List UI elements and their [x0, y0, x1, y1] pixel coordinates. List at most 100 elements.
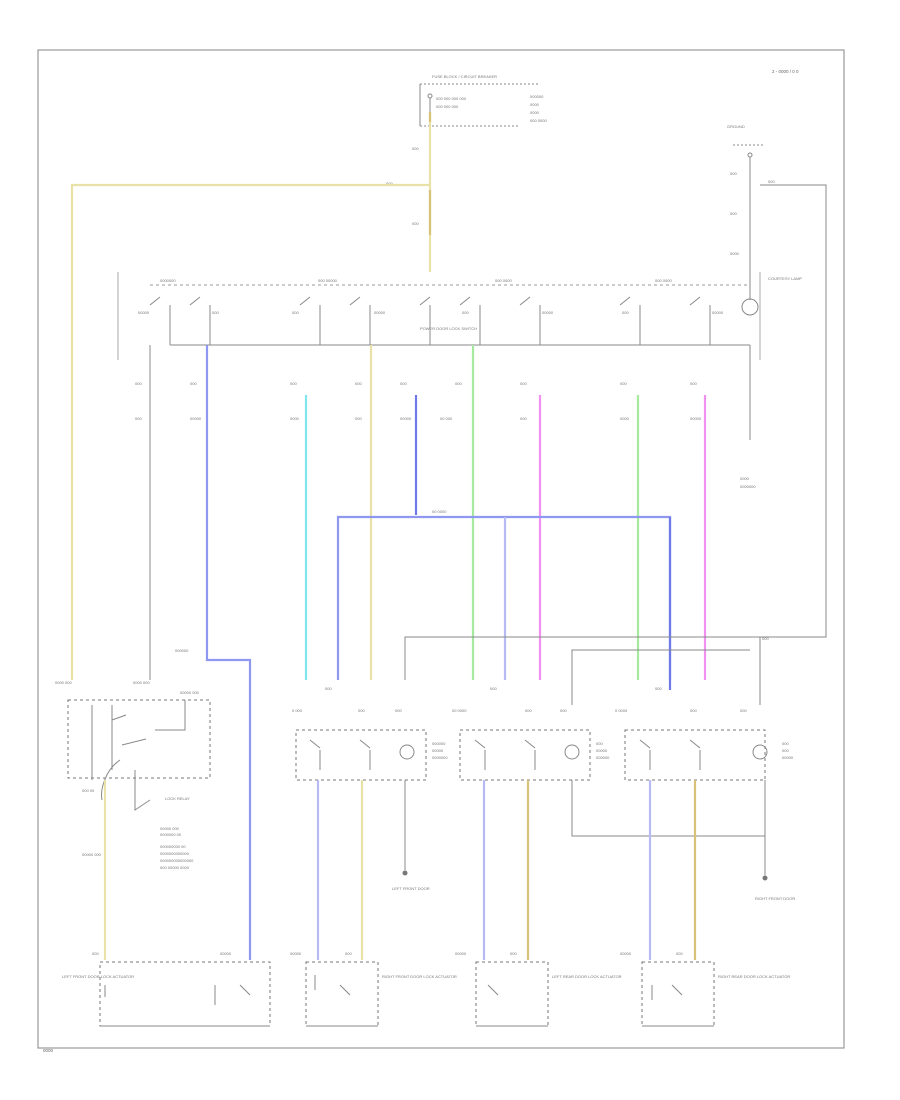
lock-relay-label: LOCK RELAY — [165, 796, 190, 801]
power-door-lock-switch: 0000000 000 00000 000 0000 000 0000 POWE… — [117, 272, 761, 360]
svg-text:000: 000 — [520, 416, 527, 421]
svg-text:000: 000 — [768, 179, 775, 184]
svg-text:000: 000 — [596, 741, 603, 746]
svg-text:000: 000 — [358, 708, 365, 713]
ground-right-label: RIGHT FRONT DOOR — [755, 896, 795, 901]
ground-top-label: GROUND — [727, 124, 745, 129]
svg-text:00000: 00000 — [220, 951, 232, 956]
svg-text:000: 000 — [622, 310, 629, 315]
lamp-icon — [741, 298, 759, 316]
corner-label: 2 - 0000 / 0 0 — [772, 69, 799, 74]
svg-text:00000: 00000 — [374, 310, 386, 315]
switch-pin-labels: 000000 00000000 0000000 000000 00000000 … — [135, 381, 702, 421]
svg-text:00000: 00000 — [190, 416, 202, 421]
svg-text:000: 000 — [655, 686, 662, 691]
svg-text:0000: 0000 — [740, 476, 750, 481]
svg-text:0 000: 0 000 — [292, 708, 303, 713]
svg-text:000: 000 — [325, 686, 332, 691]
svg-text:00000 000: 00000 000 — [180, 690, 200, 695]
svg-text:000: 000 — [135, 381, 142, 386]
courtesy-lamp-label: COURTESY LAMP — [768, 276, 802, 281]
svg-text:000: 000 — [386, 181, 393, 186]
svg-text:000: 000 — [412, 146, 419, 151]
left-relay-group: 0000 000 0000 000 00000 000 000000 LOCK … — [55, 648, 211, 870]
svg-text:000: 000 — [762, 636, 769, 641]
switch-label: POWER DOOR LOCK SWITCH — [420, 326, 477, 331]
svg-text:00000: 00000 — [596, 748, 608, 753]
rf-lock-label: RIGHT FRONT DOOR LOCK ACTUATOR — [382, 974, 457, 979]
svg-text:00000: 00000 — [455, 951, 467, 956]
svg-text:000000000 00: 000000000 00 — [160, 844, 186, 849]
svg-text:0000000: 0000000 — [740, 484, 756, 489]
svg-text:0000 000: 0000 000 — [133, 680, 150, 685]
svg-text:000 0000: 000 0000 — [495, 278, 512, 283]
ground-left-label: LEFT FRONT DOOR — [392, 886, 430, 891]
svg-text:00 000: 00 000 — [440, 416, 453, 421]
svg-text:000: 000 — [462, 310, 469, 315]
lr-lock-label: LEFT REAR DOOR LOCK ACTUATOR — [552, 974, 622, 979]
svg-text:00000 000: 00000 000 — [82, 852, 102, 857]
svg-text:00000: 00000 — [690, 416, 702, 421]
svg-text:000: 000 — [355, 416, 362, 421]
svg-text:0 0000: 0 0000 — [615, 708, 628, 713]
rr-lock-label: RIGHT REAR DOOR LOCK ACTUATOR — [718, 974, 790, 979]
svg-text:0000: 0000 — [530, 102, 540, 107]
ground-icon-right — [762, 875, 768, 881]
svg-text:000000000000000: 000000000000000 — [160, 858, 194, 863]
svg-text:00000: 00000 — [400, 416, 412, 421]
svg-text:000 00000 0000: 000 00000 0000 — [160, 865, 190, 870]
svg-text:000000: 000000 — [596, 755, 610, 760]
svg-text:000: 000 — [345, 951, 352, 956]
svg-text:000: 000 — [782, 748, 789, 753]
svg-text:000000: 000000 — [175, 648, 189, 653]
left-front-door-lock: LEFT FRONT DOOR LOCK ACTUATOR 000 00000 — [62, 951, 271, 1027]
svg-text:000: 000 — [525, 708, 532, 713]
ground-icon-left — [402, 870, 408, 876]
svg-text:0000000: 0000000 — [160, 278, 176, 283]
svg-text:000: 000 — [740, 708, 747, 713]
svg-text:000 00: 000 00 — [82, 788, 95, 793]
wire-blue-left — [205, 345, 252, 960]
svg-text:000: 000 — [455, 381, 462, 386]
svg-text:000: 000 — [212, 310, 219, 315]
svg-text:000: 000 — [690, 708, 697, 713]
right-front-relay: 000000 00000 0000000 0 000 000 000 000 — [292, 686, 448, 781]
svg-text:000: 000 — [412, 221, 419, 226]
svg-text:000: 000 — [395, 708, 402, 713]
svg-text:00 0000: 00 0000 — [452, 708, 467, 713]
svg-text:000 0000: 000 0000 — [530, 118, 547, 123]
svg-text:000: 000 — [135, 416, 142, 421]
svg-text:000: 000 — [520, 381, 527, 386]
svg-text:000: 000 — [510, 951, 517, 956]
svg-text:0000000 00: 0000000 00 — [160, 832, 182, 837]
top-right-ground: GROUND 000 000 000 0000 — [727, 124, 827, 638]
svg-text:0000: 0000 — [290, 416, 300, 421]
right-rear-door-lock: RIGHT REAR DOOR LOCK ACTUATOR 00000 000 — [620, 951, 790, 1027]
svg-text:000 000 000: 000 000 000 — [436, 104, 459, 109]
svg-text:000: 000 — [730, 171, 737, 176]
svg-text:000000: 000000 — [530, 94, 544, 99]
svg-text:0000000: 0000000 — [432, 755, 448, 760]
svg-text:0000: 0000 — [530, 110, 540, 115]
diagram-frame — [37, 49, 845, 1049]
svg-text:00000: 00000 — [620, 951, 632, 956]
left-rear-door-lock: LEFT REAR DOOR LOCK ACTUATOR 00000 000 — [455, 951, 622, 1027]
svg-text:0000000000000: 0000000000000 — [160, 851, 190, 856]
svg-text:000: 000 — [730, 211, 737, 216]
page-number: 0000 — [43, 1048, 54, 1053]
svg-text:000: 000 — [676, 951, 683, 956]
svg-text:000: 000 — [190, 381, 197, 386]
svg-text:000: 000 — [490, 686, 497, 691]
svg-text:0000: 0000 — [620, 416, 630, 421]
svg-text:000: 000 — [400, 381, 407, 386]
svg-text:00000: 00000 — [542, 310, 554, 315]
fuse-block: FUSE BLOCK / CIRCUIT BREAKER 000 000 000… — [419, 74, 547, 127]
left-rear-relay: 000 00000 000000 00 0000 000 000 000 — [452, 686, 610, 781]
right-rear-relay: 000 000 00000 0 0000 000 000 000 — [615, 686, 794, 781]
lf-lock-label: LEFT FRONT DOOR LOCK ACTUATOR — [62, 974, 134, 979]
svg-text:000: 000 — [355, 381, 362, 386]
fuse-block-label: FUSE BLOCK / CIRCUIT BREAKER — [432, 74, 497, 79]
svg-text:000 00000: 000 00000 — [318, 278, 338, 283]
svg-text:00000: 00000 — [290, 951, 302, 956]
svg-text:000: 000 — [290, 381, 297, 386]
